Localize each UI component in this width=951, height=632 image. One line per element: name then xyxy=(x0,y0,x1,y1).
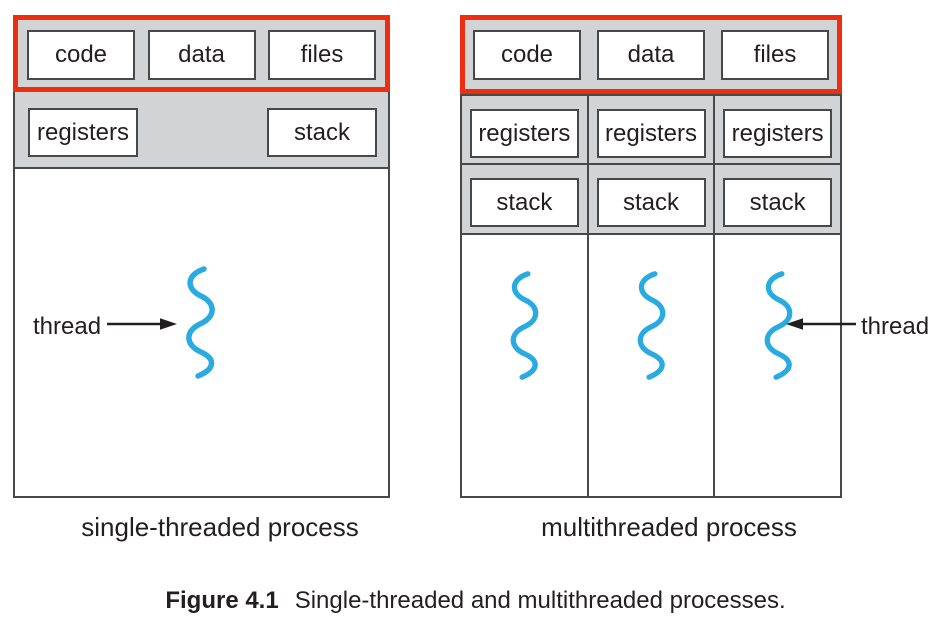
registers-box: registers xyxy=(596,109,706,158)
files-label: files xyxy=(300,41,344,68)
figure-number: Figure 4.1 xyxy=(165,587,279,614)
registers-label: registers xyxy=(478,119,571,147)
stack-box: stack xyxy=(596,178,706,227)
files-box: files xyxy=(721,30,829,80)
stack-label: stack xyxy=(496,188,553,216)
thread-body xyxy=(715,235,841,496)
stack-label: stack xyxy=(749,188,806,216)
stack-box: stack xyxy=(267,108,377,157)
stack-cell: stack xyxy=(462,165,587,235)
registers-label: registers xyxy=(604,119,698,147)
code-box: code xyxy=(473,30,581,80)
multithreaded-thread-columns: registers stack registers xyxy=(460,94,842,498)
stack-label: stack xyxy=(293,118,350,146)
registers-label: registers xyxy=(36,118,130,146)
thread-squiggle-icon xyxy=(186,266,215,379)
thread-annotation-left: thread xyxy=(33,313,102,340)
thread-body xyxy=(588,235,714,496)
registers-box: registers xyxy=(723,109,833,158)
thread-squiggle-icon xyxy=(637,271,666,380)
code-box: code xyxy=(27,30,135,80)
figure-caption: Figure 4.1 Single-threaded and multithrea… xyxy=(0,587,951,615)
thread-column-3: registers stack xyxy=(715,96,841,496)
stack-box: stack xyxy=(723,178,833,227)
registers-label: registers xyxy=(731,119,824,147)
thread-column-2: registers stack xyxy=(588,96,716,496)
code-label: code xyxy=(500,41,554,68)
data-label: data xyxy=(178,41,225,68)
code-label: code xyxy=(54,41,108,68)
files-label: files xyxy=(753,41,797,68)
registers-cell: registers xyxy=(588,96,714,165)
thread-column-1: registers stack xyxy=(462,96,589,496)
data-box: data xyxy=(597,30,705,80)
thread-squiggle-icon xyxy=(510,271,539,380)
stack-box: stack xyxy=(469,178,579,227)
figure-caption-text: Single-threaded and multithreaded proces… xyxy=(294,587,786,614)
registers-box: registers xyxy=(469,109,579,158)
registers-box: registers xyxy=(28,108,138,157)
thread-body xyxy=(462,235,587,496)
single-threaded-caption: single-threaded process xyxy=(81,512,359,542)
registers-cell: registers xyxy=(462,96,587,165)
thread-annotation-right: thread xyxy=(861,313,930,340)
data-box: data xyxy=(147,30,256,80)
files-box: files xyxy=(268,30,376,80)
arrow-right-icon xyxy=(107,318,177,330)
stack-label: stack xyxy=(622,188,679,216)
single-threaded-shared-memory-section: code data files xyxy=(13,15,390,92)
arrow-left-icon xyxy=(786,318,856,330)
single-threaded-process-body xyxy=(13,167,390,498)
registers-cell: registers xyxy=(715,96,841,165)
multithreaded-caption: multithreaded process xyxy=(541,512,797,542)
stack-cell: stack xyxy=(588,165,714,235)
thread-squiggle-icon xyxy=(764,271,793,380)
single-threaded-registers-stack-band: registers stack xyxy=(13,92,390,167)
multithreaded-shared-memory-section: code data files xyxy=(460,15,842,94)
data-label: data xyxy=(627,41,675,68)
stack-cell: stack xyxy=(715,165,841,235)
